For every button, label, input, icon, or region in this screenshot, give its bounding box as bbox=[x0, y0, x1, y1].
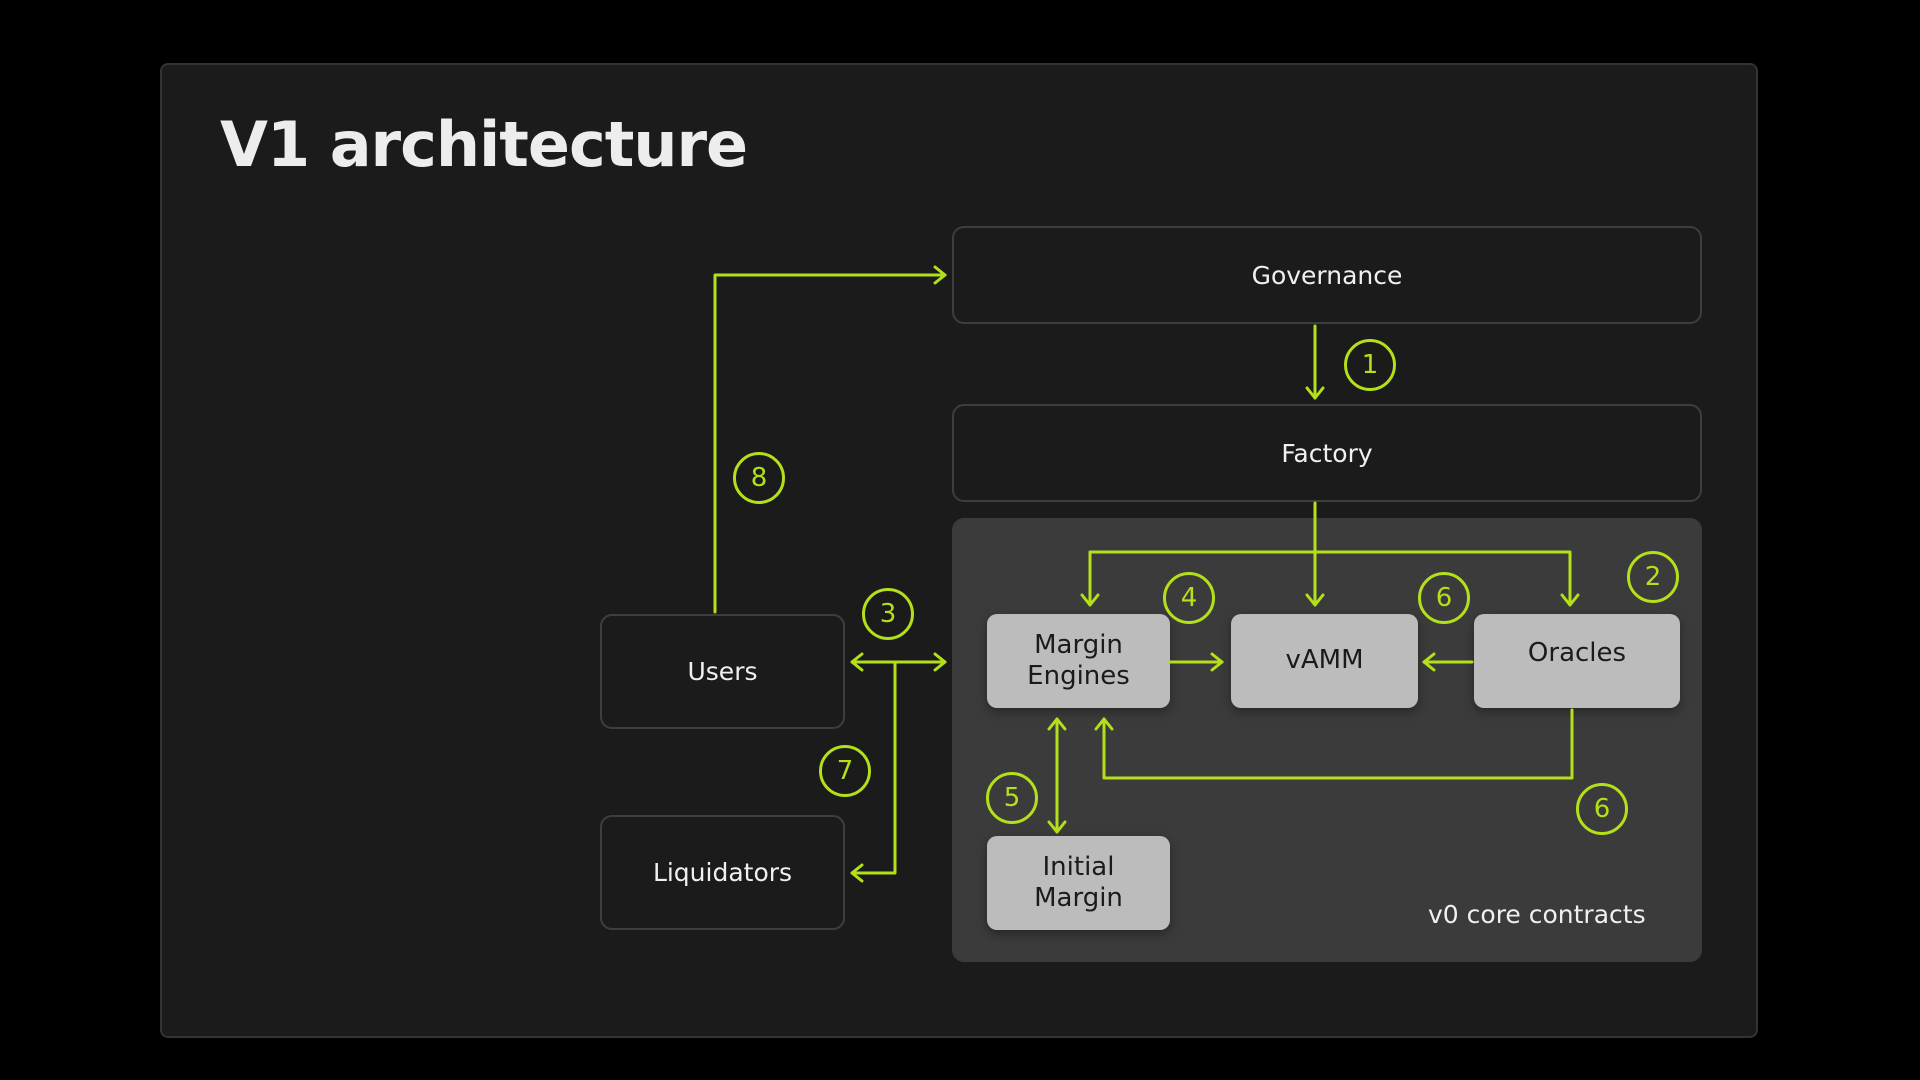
arrowhead-governance bbox=[933, 265, 947, 285]
arrow-liquidators bbox=[850, 660, 897, 875]
arrowhead-initial-down bbox=[1047, 820, 1067, 834]
arrowhead-vamm-top bbox=[1305, 593, 1325, 607]
badge-3: 3 bbox=[862, 588, 914, 640]
arrow-factory-branches bbox=[1088, 550, 1572, 607]
arrow-users-governance bbox=[713, 273, 947, 614]
badge-1: 1 bbox=[1344, 339, 1396, 391]
initial-margin-label: Initial Margin bbox=[1034, 851, 1123, 913]
badge-6-bottom: 6 bbox=[1576, 783, 1628, 835]
liquidators-label: Liquidators bbox=[652, 858, 793, 887]
initial-margin-box: Initial Margin bbox=[987, 836, 1170, 930]
badge-2: 2 bbox=[1627, 551, 1679, 603]
margin-engines-box: Margin Engines bbox=[987, 614, 1170, 708]
oracles-box: Oracles bbox=[1474, 614, 1680, 708]
liquidators-box: Liquidators bbox=[600, 815, 845, 930]
arrowhead-margin-top bbox=[1080, 593, 1100, 607]
badge-4: 4 bbox=[1163, 572, 1215, 624]
core-contracts-label: v0 core contracts bbox=[1428, 900, 1646, 929]
arrowhead-margin-side bbox=[933, 652, 947, 672]
arrowhead-liquidators bbox=[850, 863, 864, 883]
arrowhead-margin-up bbox=[1047, 717, 1067, 731]
arrow-oracles-margin bbox=[1102, 708, 1574, 780]
users-box: Users bbox=[600, 614, 845, 729]
badge-8: 8 bbox=[733, 452, 785, 504]
factory-label: Factory bbox=[1281, 438, 1373, 468]
vamm-box: vAMM bbox=[1231, 614, 1418, 708]
arrowhead-vamm-right bbox=[1422, 652, 1436, 672]
governance-box: Governance bbox=[952, 226, 1702, 324]
arrowhead-factory bbox=[1305, 386, 1325, 400]
users-label: Users bbox=[687, 657, 758, 686]
margin-engines-label: Margin Engines bbox=[1027, 629, 1130, 691]
vamm-label: vAMM bbox=[1285, 645, 1364, 676]
arrowhead-margin-bottom bbox=[1094, 717, 1114, 731]
badge-5: 5 bbox=[986, 772, 1038, 824]
factory-box: Factory bbox=[952, 404, 1702, 502]
arrowhead-vamm-left bbox=[1210, 652, 1224, 672]
page-title: V1 architecture bbox=[220, 108, 748, 181]
badge-7: 7 bbox=[819, 745, 871, 797]
governance-label: Governance bbox=[1251, 260, 1403, 290]
badge-6-top: 6 bbox=[1418, 572, 1470, 624]
arrowhead-users-side bbox=[850, 652, 864, 672]
arrowhead-oracles-top bbox=[1560, 593, 1580, 607]
oracles-label: Oracles bbox=[1527, 638, 1627, 668]
